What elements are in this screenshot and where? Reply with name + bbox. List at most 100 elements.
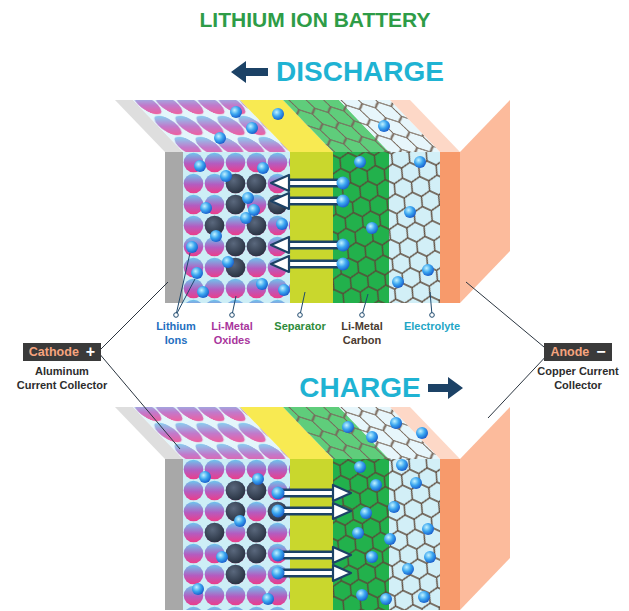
lithium-ion bbox=[337, 177, 350, 190]
part-label: Li-Metal Oxides bbox=[207, 320, 257, 348]
ion-flow-arrow bbox=[271, 175, 350, 191]
lithium-ion bbox=[257, 162, 269, 174]
lithium-ion bbox=[276, 218, 288, 230]
arrow-shaft bbox=[287, 181, 337, 185]
arrow-head bbox=[333, 485, 351, 501]
lithium-ion bbox=[248, 204, 260, 216]
lithium-ion bbox=[416, 427, 428, 439]
lithium-ion bbox=[392, 276, 404, 288]
lithium-ion bbox=[252, 473, 264, 485]
arrow-head bbox=[333, 565, 351, 581]
arrow-shaft bbox=[286, 179, 338, 188]
lithium-ion bbox=[422, 264, 434, 276]
polarity-sign: − bbox=[596, 344, 605, 360]
part-label: Electrolyte bbox=[404, 320, 460, 334]
lithium-ion bbox=[216, 551, 228, 563]
ion-flow-arrow bbox=[272, 565, 352, 581]
lithium-ion bbox=[424, 551, 436, 563]
battery-cell bbox=[115, 100, 510, 303]
direction-arrow bbox=[428, 377, 463, 399]
collector-caption: Aluminum Current Collector bbox=[16, 365, 109, 393]
lithium-ion bbox=[200, 202, 212, 214]
lithium-ion bbox=[418, 591, 430, 603]
leader-line bbox=[98, 352, 180, 449]
arrow-head bbox=[271, 175, 289, 191]
lithium-ion bbox=[192, 583, 204, 595]
lithium-ion bbox=[272, 505, 285, 518]
arrow-shaft bbox=[286, 241, 338, 250]
battery-cell bbox=[115, 407, 510, 610]
lithium-ion bbox=[337, 258, 350, 271]
leader-line bbox=[98, 282, 168, 352]
charge-arrows bbox=[272, 485, 352, 581]
arrow-shaft bbox=[283, 553, 333, 557]
arrow-shaft bbox=[283, 491, 333, 495]
lithium-ion bbox=[337, 239, 350, 252]
electrode-tag: Anode− bbox=[544, 343, 611, 361]
electrode-name: Cathode bbox=[29, 346, 79, 359]
lithium-ion bbox=[388, 501, 400, 513]
arrow-shaft bbox=[282, 569, 334, 578]
lithium-ion bbox=[194, 160, 206, 172]
arrow-shaft bbox=[287, 199, 337, 203]
ion-flow-arrow bbox=[271, 237, 350, 253]
part-label: Separator bbox=[274, 320, 325, 334]
lithium-ion bbox=[352, 527, 364, 539]
arrow-shaft bbox=[282, 507, 334, 516]
lithium-ion bbox=[272, 487, 285, 500]
lithium-ion bbox=[242, 192, 254, 204]
direction-arrow bbox=[231, 61, 268, 83]
lithium-ion bbox=[214, 132, 226, 144]
ion-flow-arrow bbox=[271, 256, 350, 272]
lithium-ion bbox=[220, 170, 232, 182]
electrode-label: Cathode + Aluminum Current Collector bbox=[16, 343, 109, 393]
leader-line bbox=[176, 253, 190, 315]
lithium-ion bbox=[422, 523, 434, 535]
arrow-head bbox=[271, 256, 289, 272]
diagram-title: LITHIUM ION BATTERY bbox=[200, 7, 431, 33]
leader-line bbox=[466, 282, 550, 352]
lithium-ion bbox=[404, 206, 416, 218]
leader-line bbox=[430, 292, 432, 315]
lithium-ion bbox=[186, 241, 198, 253]
arrow-shaft bbox=[283, 571, 333, 575]
arrow-shaft bbox=[282, 551, 334, 560]
lithium-ion bbox=[370, 479, 382, 491]
lithium-ion bbox=[272, 108, 284, 120]
lithium-ion bbox=[360, 507, 372, 519]
charge-ions bbox=[192, 417, 436, 605]
lithium-ion bbox=[384, 533, 396, 545]
lithium-ion bbox=[191, 267, 203, 279]
lithium-ion bbox=[390, 417, 402, 429]
lithium-ion bbox=[366, 222, 378, 234]
lithium-ion bbox=[410, 477, 422, 489]
leader-dot bbox=[174, 313, 179, 318]
mode-heading: CHARGE bbox=[299, 374, 420, 402]
lithium-ion bbox=[378, 120, 390, 132]
leader-line bbox=[362, 294, 368, 315]
lithium-ion bbox=[396, 459, 408, 471]
lithium-ion bbox=[337, 195, 350, 208]
lithium-ion bbox=[342, 421, 354, 433]
leader-dot bbox=[430, 313, 435, 318]
leader-line bbox=[300, 292, 305, 315]
ion-flow-arrow bbox=[272, 503, 352, 519]
polarity-sign: + bbox=[86, 344, 95, 360]
electrode-tag: Cathode + bbox=[23, 343, 101, 361]
arrow-head bbox=[333, 503, 351, 519]
leader-line bbox=[232, 296, 236, 315]
discharge-ions bbox=[186, 106, 434, 298]
arrow-shaft bbox=[287, 243, 337, 247]
leader-line bbox=[488, 352, 550, 418]
collector-caption: Copper Current Collector bbox=[532, 365, 625, 393]
lithium-ion bbox=[356, 589, 368, 601]
arrow-shaft bbox=[286, 197, 338, 206]
lithium-ion bbox=[414, 156, 426, 168]
ion-flow-arrow bbox=[272, 547, 352, 563]
electrode-label: Anode− Copper Current Collector bbox=[532, 343, 625, 393]
leader-dot bbox=[298, 313, 303, 318]
lithium-ion bbox=[262, 593, 274, 605]
lithium-ion bbox=[222, 256, 234, 268]
ion-flow-arrow bbox=[272, 485, 352, 501]
